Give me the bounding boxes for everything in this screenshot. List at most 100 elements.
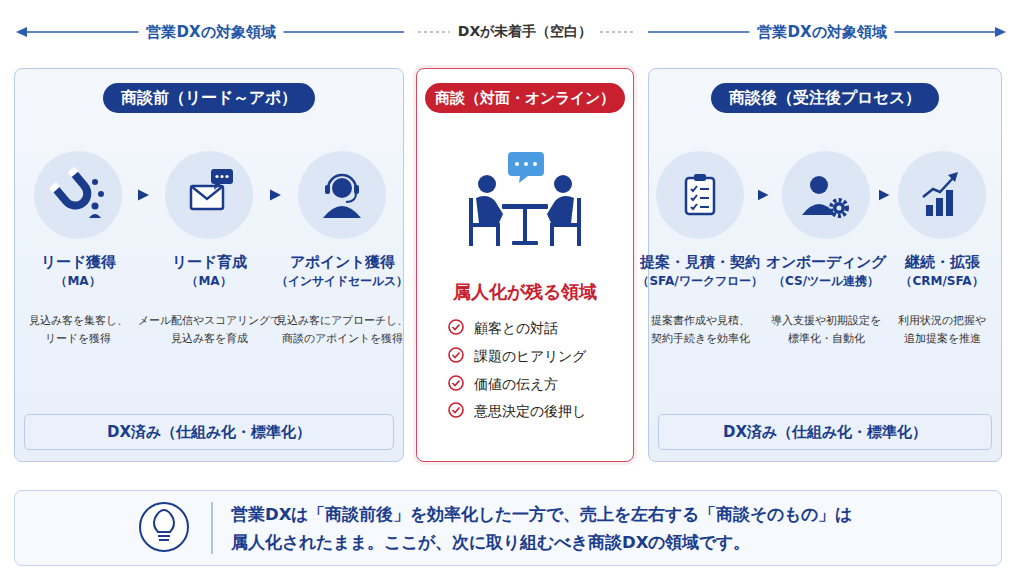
status-label: DX済み（仕組み化・標準化） [659,415,991,449]
clipboard-line [700,188,709,190]
headset-mic [346,193,356,202]
bubble-dot [515,162,519,166]
step-circle [782,151,870,239]
step-circle [165,151,253,239]
step-subtitle: （インサイドセールス） [276,272,408,290]
check-mark [453,325,460,330]
step-subtitle: （CRM/SFA） [900,272,983,290]
phase-heading: 商談（対面・オンライン） [425,83,625,113]
step-title: 継続・拡張 [905,252,980,272]
divider-line [211,502,213,554]
chair-leg [550,225,554,246]
process-step: リード育成（MA）メール配信やスコアリングで 見込み客を育成 [165,151,253,239]
range-label: DXが未着手（空白） [450,23,600,41]
step-circle [656,151,744,239]
check-mark [453,408,460,413]
phase-heading: 商談後（受注後プロセス） [711,83,939,113]
bubble-dot [533,162,537,166]
step-circle-outline [656,151,744,239]
flow-arrow [253,194,298,196]
table-base [512,241,538,245]
step-circle [34,151,122,239]
emphasis-heading: 属人化が残る領域 [417,280,633,304]
gear-teeth [831,200,847,216]
range-label: 営業DXの対象領域 [138,23,283,42]
bubble-dot [524,162,528,166]
step-description: メール配信やスコアリングで 見込み客を育成 [134,311,284,347]
gear-hole [837,206,842,211]
chart-bar [936,198,943,216]
phase-panel: 商談後（受注後プロセス） 提案・見積・契約（SFA/ワークフロー）提案書作成や見積… [648,68,1002,462]
lead-dot [92,203,99,210]
check-circle [449,403,463,417]
flow-arrow [870,194,898,196]
envelope-body [191,186,223,209]
person-body [323,206,361,218]
lead-dot [98,191,104,197]
person-body [476,196,503,223]
process-step: オンボーディング（CS/ツール連携）導入支援や初期設定を 標準化・自動化 [782,151,870,239]
process-step: 継続・拡張（CRM/SFA）利用状況の把握や 追加提案を推進 [898,151,986,239]
step-title: 提案・見積・契約 [640,252,760,272]
step-title: リード獲得 [41,252,116,272]
chair-seat [550,223,579,227]
bulb-base [158,535,170,537]
step-description: 導入支援や初期設定を 標準化・自動化 [751,311,901,347]
checklist-item: 価値の伝え方 [474,374,558,394]
person-head [332,178,352,198]
step-title: リード育成 [172,252,247,272]
status-label: DX済み（仕組み化・標準化） [25,415,393,449]
envelope-flap [191,186,223,199]
lead-person [89,214,101,218]
step-description: 見込み客を集客し、 リードを獲得 [3,311,153,347]
step-circle [298,151,386,239]
step-circle-outline [34,151,122,239]
clipboard-check [691,204,697,209]
person-head [810,176,828,194]
check-mark [453,381,460,386]
step-description: 提案書作成や見積、 契約手続きを効率化 [625,311,775,347]
magnet-icon [49,167,95,213]
step-subtitle: （MA） [55,272,100,290]
bulb-glass [154,510,174,532]
step-title: オンボーディング [766,252,886,272]
person-body [547,196,574,223]
flow-arrow [744,194,782,196]
step-circle-outline [898,151,986,239]
step-title: アポイント獲得 [290,252,395,272]
step-description: 利用状況の把握や 追加提案を推進 [867,311,1017,347]
speech-tail [519,176,528,183]
step-subtitle: （SFA/ワークフロー） [637,272,762,290]
checklist-item: 顧客との対話 [474,318,558,338]
table-leg [523,209,527,242]
chart-arrowhead [948,172,958,182]
bubble-dot [220,175,223,178]
chart-bar [946,190,953,216]
step-circle-outline [782,151,870,239]
chart-trend [923,178,953,197]
summary-text: 営業DXは「商談前後」を効率化した一方で、売上を左右する「商談そのもの」は 属人… [231,501,951,557]
bulb-base [159,539,169,541]
status-box: DX済み（仕組み化・標準化） [658,414,992,450]
person-head [478,175,496,193]
check-circle [449,348,463,362]
process-step: 提案・見積・契約（SFA/ワークフロー）提案書作成や見積、 契約手続きを効率化 [656,151,744,239]
headset-band [328,175,356,189]
gear-body [833,202,845,214]
check-mark [453,353,460,358]
lead-dot [92,179,98,185]
chair-back [577,198,581,246]
range-arrowhead [16,27,27,37]
clipboard-clip [694,174,706,181]
step-circle [898,151,986,239]
magnet-tip [49,182,60,192]
clipboard-line [700,206,709,208]
speech-tail [214,184,221,190]
step-description: 見込み客にアプローチし、 商談のアポイントを獲得 [267,311,417,347]
bubble-dot [215,175,218,178]
status-box: DX済み（仕組み化・標準化） [24,414,394,450]
checklist-item: 意思決定の後押し [474,401,586,421]
flow-arrow [122,194,165,196]
range-label: 営業DXの対象領域 [749,23,894,42]
